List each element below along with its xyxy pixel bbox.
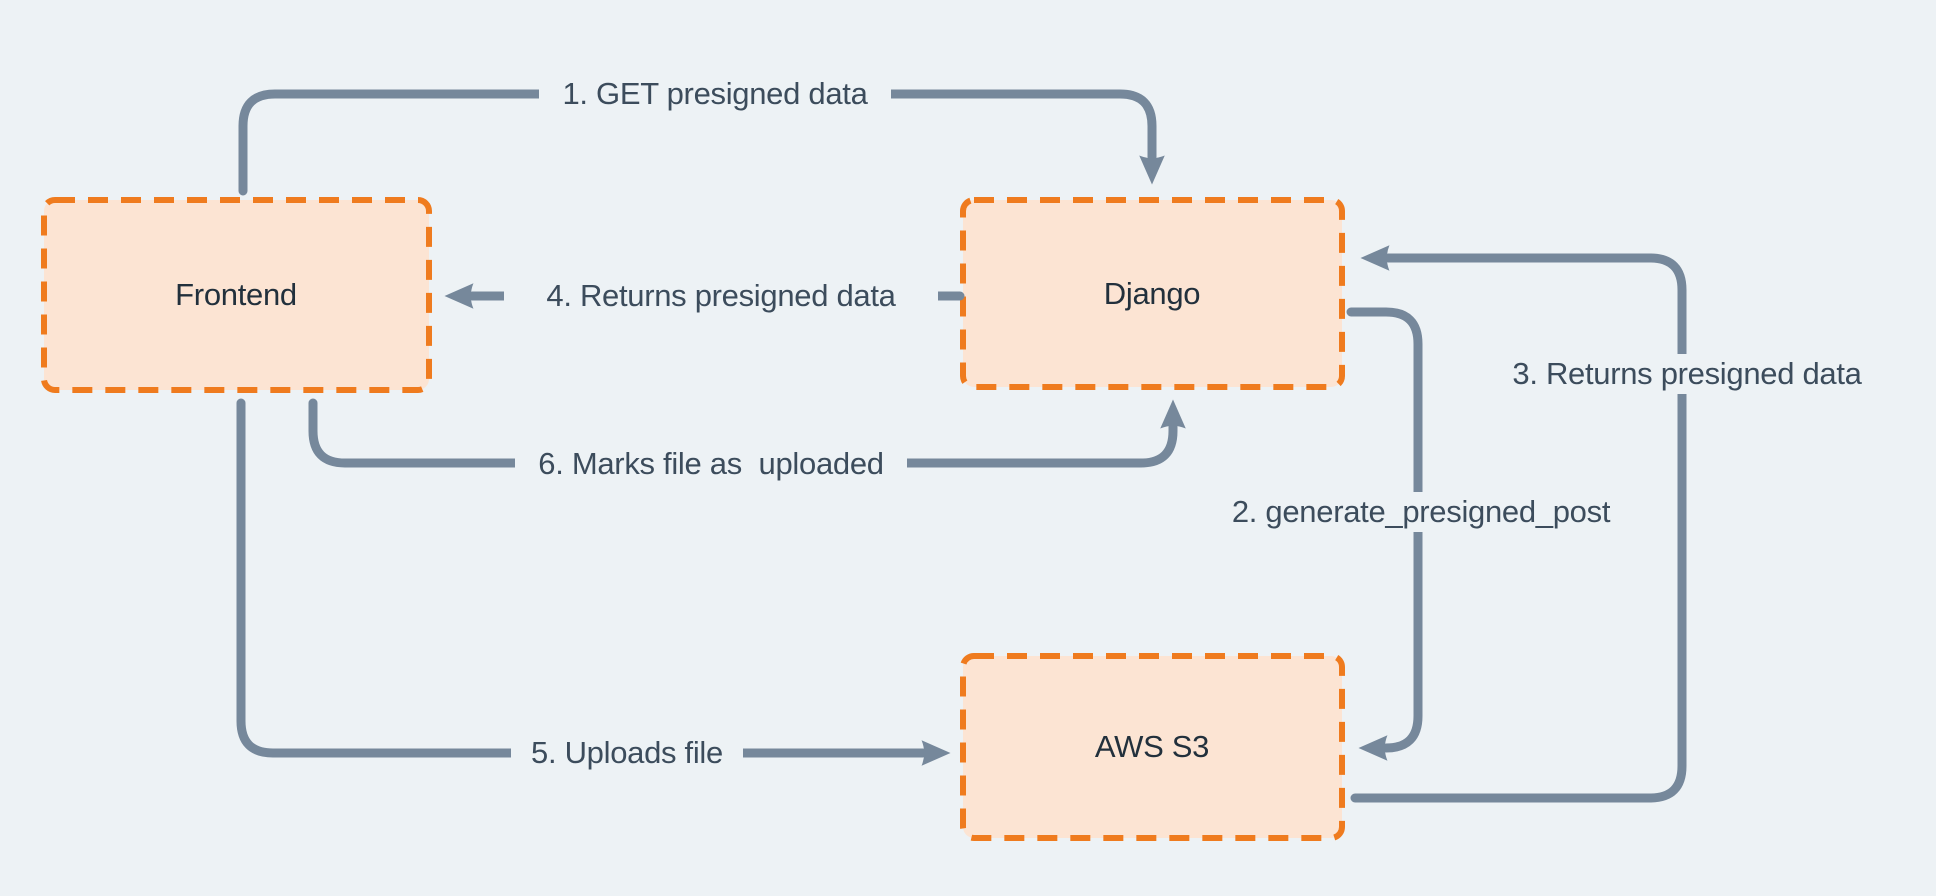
edge-2-django-to-aws-s3-path: [1346, 307, 1423, 761]
edge-5-label: 5. Uploads file: [511, 733, 743, 773]
edge-3-label: 3. Returns presigned data: [1477, 354, 1897, 394]
aws-s3-node-label: AWS S3: [1094, 729, 1210, 764]
edge-5-frontend-to-aws-s3-path: [236, 398, 951, 766]
django-node-label: Django: [1103, 276, 1201, 311]
edge-3-aws-s3-to-django-path: [1350, 245, 1687, 803]
edge-2-label: 2. generate_presigned_post: [1199, 492, 1643, 532]
edge-6-label: 6. Marks file as uploaded: [515, 444, 907, 484]
edge-1-label: 1. GET presigned data: [539, 74, 891, 114]
aws-s3-node-box: [960, 653, 1345, 841]
frontend-node-label: Frontend: [175, 277, 297, 312]
django-node-box: [960, 197, 1345, 390]
frontend-node-box: [41, 197, 432, 393]
edge-4-label: 4. Returns presigned data: [504, 276, 938, 316]
